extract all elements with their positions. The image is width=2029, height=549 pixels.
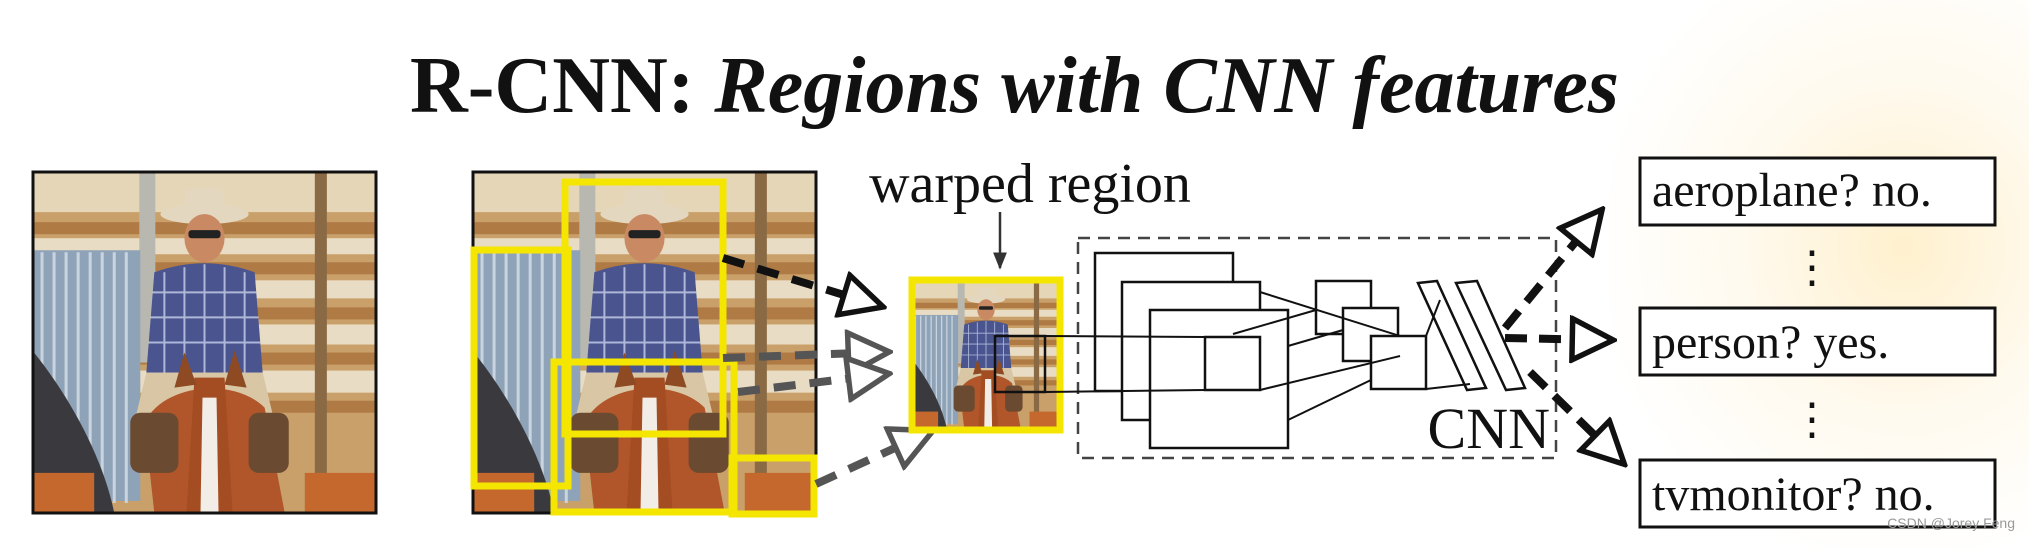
arrow-proposal-1 bbox=[721, 254, 880, 306]
watermark: CSDN @Jorey Feng bbox=[1887, 515, 2015, 531]
classification-person: person? yes. bbox=[1638, 306, 1997, 377]
output-arrows bbox=[1501, 212, 1622, 462]
classification-person-text: person? yes. bbox=[1652, 316, 1889, 369]
region-proposals bbox=[470, 178, 818, 518]
proposal-box-fence bbox=[470, 246, 572, 490]
ellipsis-2: ⋮ bbox=[1790, 395, 1834, 444]
conv-kernel-1 bbox=[1203, 335, 1262, 392]
arrow-proposal-3 bbox=[737, 374, 886, 392]
ellipsis-1: ⋮ bbox=[1790, 243, 1834, 292]
cnn-layers bbox=[1093, 251, 1527, 450]
proposal-arrows bbox=[721, 254, 930, 488]
cnn-container bbox=[1076, 236, 1558, 460]
title-prefix: R-CNN: bbox=[410, 42, 695, 130]
arrow-to-aeroplane bbox=[1501, 212, 1600, 331]
region-proposal-image bbox=[471, 170, 818, 515]
arrow-proposal-4 bbox=[814, 432, 930, 488]
warped-region-image bbox=[908, 276, 1064, 434]
classification-aeroplane-text: aeroplane? no. bbox=[1652, 164, 1932, 217]
arrow-proposal-2 bbox=[722, 352, 886, 358]
input-image bbox=[31, 170, 378, 515]
classification-tvmonitor-text: tvmonitor? no. bbox=[1652, 468, 1935, 521]
arrow-to-person bbox=[1504, 338, 1610, 340]
proposal-box-horse bbox=[550, 358, 738, 516]
classification-aeroplane: aeroplane? no. bbox=[1638, 156, 1997, 227]
warped-region-label: warped region bbox=[869, 153, 1191, 215]
arrow-to-tvmonitor bbox=[1527, 369, 1622, 462]
fc-layer-1 bbox=[1416, 279, 1488, 392]
page-title: R-CNN: Regions with CNN features bbox=[0, 38, 2029, 134]
conv-layer-6 bbox=[1369, 334, 1428, 391]
cnn-connections bbox=[1044, 291, 1471, 421]
background-glow bbox=[1609, 0, 2029, 549]
fc-layer-2 bbox=[1454, 279, 1527, 392]
title-italic: Regions with CNN features bbox=[714, 42, 1619, 130]
classification-tvmonitor: tvmonitor? no. bbox=[1638, 458, 1997, 529]
proposal-box-small bbox=[728, 454, 818, 518]
receptive-field-box bbox=[993, 334, 1047, 394]
cnn-label: CNN bbox=[1428, 396, 1550, 461]
